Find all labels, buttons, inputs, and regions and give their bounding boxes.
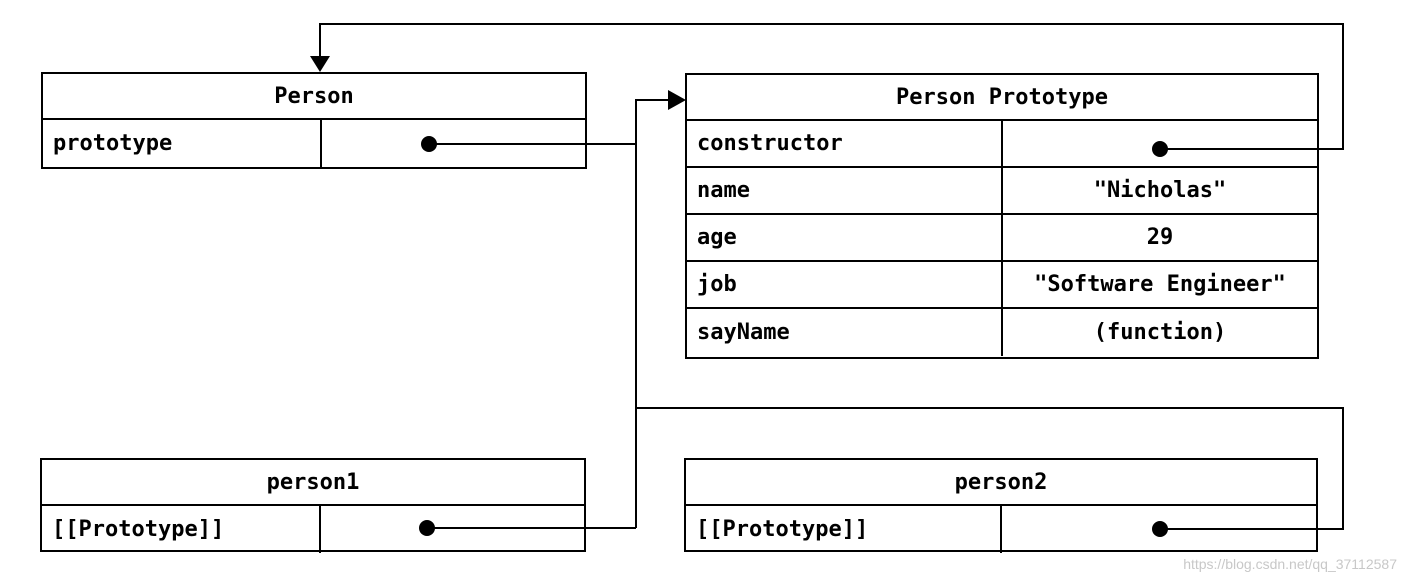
person1-title: person1 xyxy=(42,460,584,506)
watermark: https://blog.csdn.net/qq_37112587 xyxy=(1183,556,1397,572)
person2-val-prototype xyxy=(1002,506,1316,553)
proto-row-constructor: constructor xyxy=(687,121,1317,168)
person-val-prototype xyxy=(322,120,585,167)
proto-val-sayname: (function) xyxy=(1093,320,1227,345)
person-key-prototype: prototype xyxy=(43,120,322,167)
person-prototype-box: Person Prototype constructor name "Nicho… xyxy=(685,73,1319,359)
proto-row-job: job "Software Engineer" xyxy=(687,262,1317,309)
arrowhead-right-to-prototype xyxy=(668,90,686,110)
proto-val-constructor xyxy=(1003,121,1317,166)
proto-key-constructor: constructor xyxy=(687,121,1003,166)
person1-box: person1 [[Prototype]] xyxy=(40,458,586,553)
person2-row-prototype: [[Prototype]] xyxy=(686,506,1316,553)
proto-row-age: age 29 xyxy=(687,215,1317,262)
proto-row-name: name "Nicholas" xyxy=(687,168,1317,215)
proto-key-job: job xyxy=(687,262,1003,307)
person1-row-prototype: [[Prototype]] xyxy=(42,506,584,553)
person-prototype-title: Person Prototype xyxy=(687,75,1317,121)
trunk-line xyxy=(635,99,672,528)
person-title: Person xyxy=(43,74,585,120)
proto-val-age: 29 xyxy=(1146,225,1174,250)
proto-row-sayname: sayName (function) xyxy=(687,309,1317,356)
person2-box: person2 [[Prototype]] xyxy=(684,458,1318,553)
proto-key-sayname: sayName xyxy=(687,309,1003,356)
person-box: Person prototype xyxy=(41,72,587,169)
person1-val-prototype xyxy=(321,506,584,553)
proto-key-name: name xyxy=(687,168,1003,213)
person1-key-prototype: [[Prototype]] xyxy=(42,506,321,553)
proto-val-name: "Nicholas" xyxy=(1093,178,1227,203)
proto-key-age: age xyxy=(687,215,1003,260)
arrowhead-down-to-person xyxy=(310,56,330,72)
person2-key-prototype: [[Prototype]] xyxy=(686,506,1002,553)
person2-title: person2 xyxy=(686,460,1316,506)
person-row-prototype: prototype xyxy=(43,120,585,167)
proto-val-job: "Software Engineer" xyxy=(1034,272,1286,297)
